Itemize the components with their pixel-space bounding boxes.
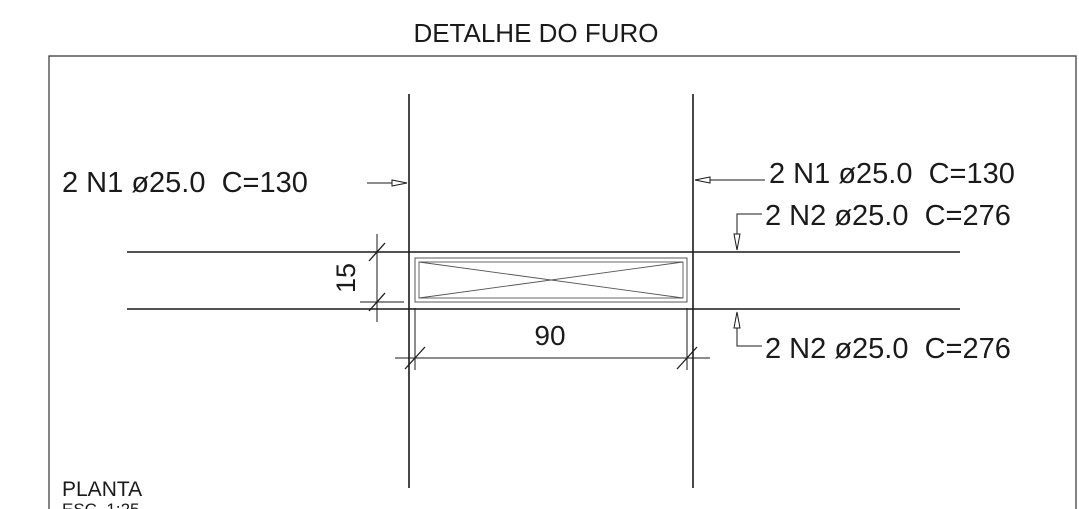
label-n1-right: 2 N1 ø25.0 C=130 — [769, 158, 1015, 190]
leader-n1-right — [694, 176, 765, 184]
detail-frame — [48, 55, 1077, 509]
drawing-title: DETALHE DO FURO — [413, 18, 658, 48]
scale-label: ESC. 1:25 — [62, 500, 140, 509]
leader-n2-top — [733, 213, 762, 251]
view-label: PLANTA — [62, 478, 142, 501]
dimension-width-lines — [395, 308, 710, 370]
dimension-height-label: 15 — [331, 263, 361, 293]
label-n1-left: 2 N1 ø25.0 C=130 — [62, 167, 308, 199]
hole-outline — [414, 257, 688, 303]
dimension-width-label: 90 — [534, 320, 565, 351]
leader-n1-left — [367, 179, 408, 187]
leader-n2-bottom — [733, 311, 762, 347]
label-n2-top: 2 N2 ø25.0 C=276 — [765, 200, 1011, 232]
dimension-height-lines — [360, 234, 404, 322]
label-n2-bottom: 2 N2 ø25.0 C=276 — [765, 333, 1011, 365]
